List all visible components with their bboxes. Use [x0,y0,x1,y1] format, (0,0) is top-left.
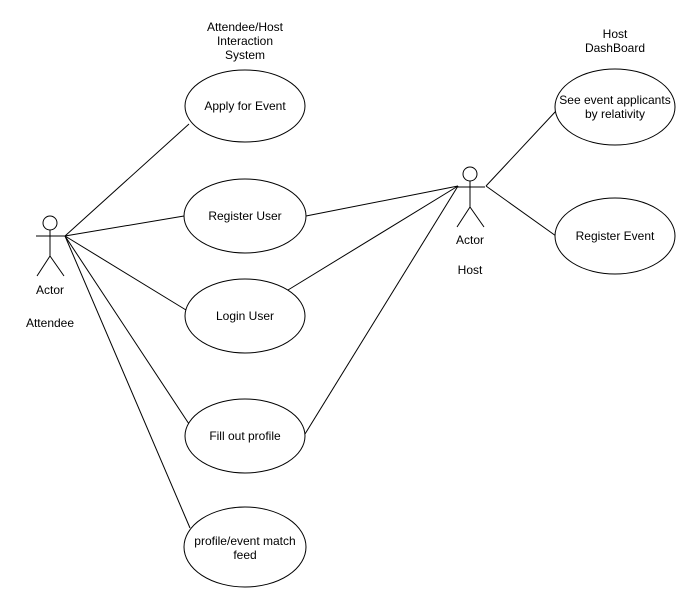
line-attendee-register-user [64,215,185,237]
line-attendee-fill-profile [64,235,190,425]
stick-figure-icon [456,166,485,228]
use-case-label-line-1: profile/event match [194,534,295,548]
use-case-see-event-applicants[interactable]: See event applicants by relativity [554,68,676,146]
line-host-register-user [305,185,459,217]
use-case-label-line-2: feed [233,548,256,562]
use-case-register-user[interactable]: Register User [183,178,307,254]
system-title: Attendee/Host Interaction System [207,20,284,62]
use-case-label: Register Event [576,229,655,243]
host-dashboard-title-line-2: DashBoard [585,41,645,55]
actor-label: Actor [36,283,64,297]
actor-role-label: Host [458,263,483,277]
line-attendee-match-feed [64,235,191,529]
system-title-line-3: System [225,48,265,62]
line-attendee-login [64,235,187,311]
line-host-fill-profile [304,185,459,435]
use-case-apply-for-event[interactable]: Apply for Event [184,69,306,143]
actor-label: Actor [456,233,484,247]
use-case-label: Login User [216,309,274,323]
line-host-login [287,185,459,291]
system-title-line-1: Attendee/Host [207,20,284,34]
use-case-profile-event-match-feed[interactable]: profile/event match feed [183,506,307,588]
line-host-register-event [485,185,557,237]
use-case-label-line-2: by relativity [585,107,645,121]
stick-figure-icon [36,215,65,277]
use-case-fill-out-profile[interactable]: Fill out profile [184,398,306,474]
association-lines [64,110,557,529]
actor-host[interactable]: Actor Host [456,166,485,277]
host-dashboard-title: Host DashBoard [585,27,645,55]
use-case-label-line-1: See event applicants [559,93,670,107]
use-case-login-user[interactable]: Login User [184,278,306,354]
use-case-label: Register User [208,209,281,223]
actor-attendee[interactable]: Actor Attendee [26,215,74,330]
line-host-see-applicants [485,110,557,187]
use-case-label: Fill out profile [209,429,281,443]
line-attendee-apply [64,123,190,237]
system-title-line-2: Interaction [217,34,273,48]
host-dashboard-title-line-1: Host [603,27,628,41]
actor-role-label: Attendee [26,316,74,330]
use-case-label: Apply for Event [204,99,286,113]
use-case-register-event[interactable]: Register Event [554,197,676,275]
